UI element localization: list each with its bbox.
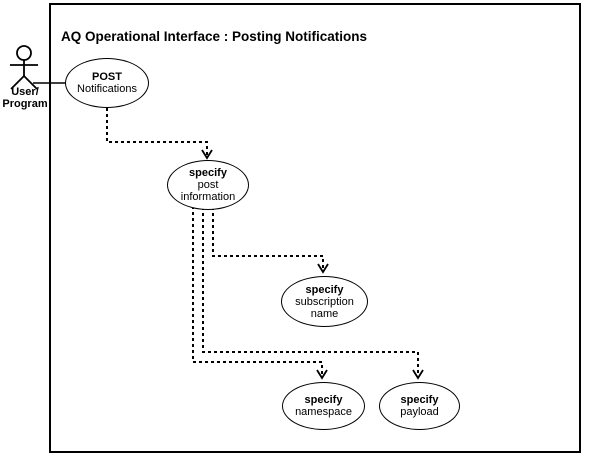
dashed-arrow-postinfo-to-subscription bbox=[212, 207, 324, 270]
diagram-frame bbox=[49, 3, 581, 453]
dashed-arrow-postinfo-to-namespace bbox=[192, 206, 323, 376]
dashed-arrow-postinfo-to-payload bbox=[202, 207, 419, 376]
usecase-specify-namespace: specify namespace bbox=[282, 382, 365, 430]
arrowhead-payload bbox=[412, 369, 424, 380]
usecase-specify-namespace-title: specify bbox=[304, 394, 343, 406]
usecase-post-notifications-text: Notifications bbox=[77, 83, 137, 95]
usecase-specify-payload-text: payload bbox=[400, 406, 439, 418]
arrowhead-namespace bbox=[316, 369, 328, 380]
arrowhead-subscription bbox=[317, 263, 329, 274]
usecase-specify-subscription-name: specify subscription name bbox=[281, 276, 368, 327]
diagram-title: AQ Operational Interface : Posting Notif… bbox=[61, 29, 368, 44]
usecase-specify-post-information-title: specify bbox=[189, 167, 227, 179]
actor-icon bbox=[10, 45, 38, 90]
usecase-post-notifications: POST Notifications bbox=[65, 58, 149, 108]
actor-label: User/ Program bbox=[2, 86, 48, 110]
usecase-specify-post-information: specify post information bbox=[167, 160, 249, 210]
usecase-specify-payload: specify payload bbox=[379, 382, 460, 430]
usecase-specify-post-information-text: post information bbox=[180, 179, 236, 203]
usecase-specify-namespace-text: namespace bbox=[295, 406, 352, 418]
usecase-specify-subscription-name-text: subscription name bbox=[295, 295, 354, 320]
dashed-arrow-post-to-postinfo bbox=[106, 108, 208, 156]
usecase-post-notifications-title: POST bbox=[92, 71, 122, 83]
arrowhead-postinfo bbox=[201, 149, 213, 160]
usecase-specify-payload-title: specify bbox=[400, 394, 439, 406]
usecase-specify-subscription-name-title: specify bbox=[305, 283, 344, 296]
